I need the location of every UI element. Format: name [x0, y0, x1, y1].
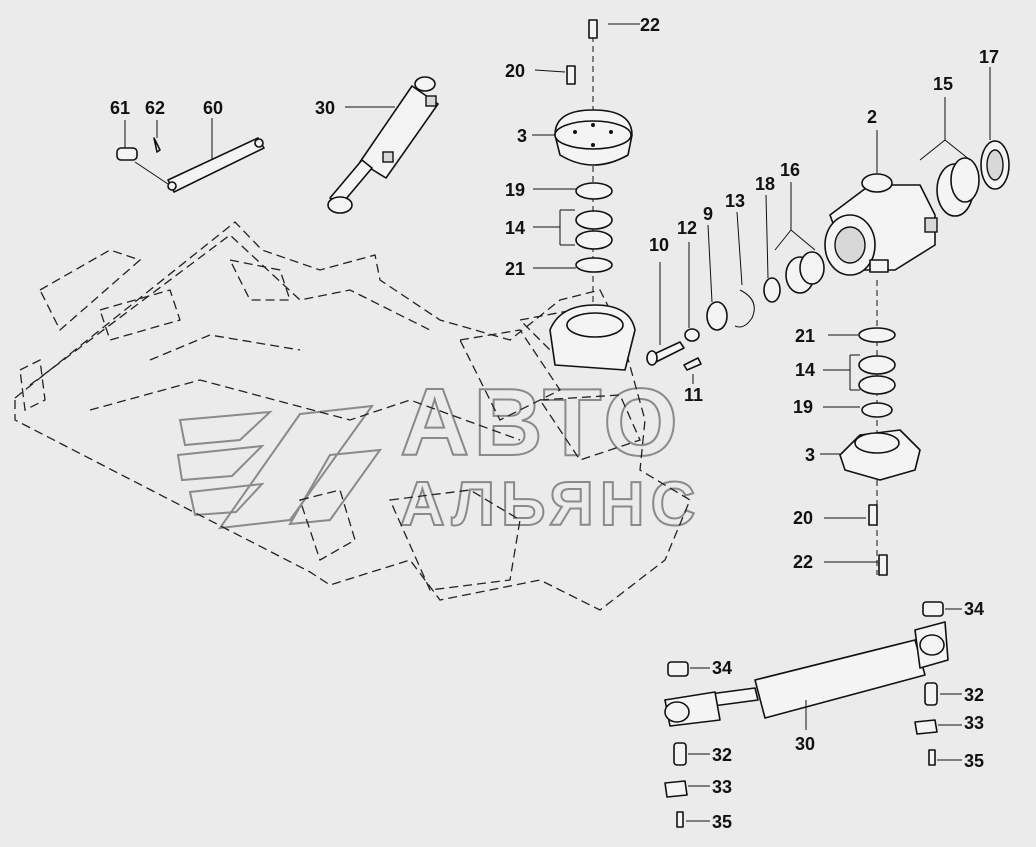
link-rod-60-icon — [167, 137, 265, 193]
bolt-22-top-icon — [588, 19, 598, 39]
label-12: 12 — [677, 218, 697, 238]
label-32-left: 32 — [712, 745, 732, 765]
pin-61-icon — [116, 147, 138, 161]
nut-34-left-icon — [667, 661, 689, 677]
watermark-logo-icon — [176, 404, 383, 530]
seal-19-top-icon — [575, 182, 613, 200]
label-22-top: 22 — [640, 15, 660, 35]
label-33-left: 33 — [712, 777, 732, 797]
plate-33-left-icon — [664, 780, 688, 798]
label-34-left: 34 — [712, 658, 732, 678]
bolt-20-bottom-icon — [868, 504, 878, 526]
label-16: 16 — [780, 160, 800, 180]
label-14-top: 14 — [505, 218, 525, 238]
callout-labels: 61 62 60 30 22 20 3 19 14 21 10 12 9 13 … — [110, 15, 999, 832]
label-13: 13 — [725, 191, 745, 211]
nut-34-right-icon — [922, 601, 944, 617]
upper-kingpin-stack — [532, 19, 640, 371]
axle-frame — [14, 221, 691, 611]
bolt-35-right-icon — [928, 749, 936, 766]
label-32-right: 32 — [964, 685, 984, 705]
seal-19-bottom-icon — [861, 402, 893, 418]
label-20-bottom: 20 — [793, 508, 813, 528]
bolt-22-bottom-icon — [878, 554, 888, 576]
ring-21-top-icon — [575, 257, 613, 273]
label-34-right: 34 — [964, 599, 984, 619]
label-30-top: 30 — [315, 98, 335, 118]
label-9: 9 — [703, 204, 713, 224]
label-19-top: 19 — [505, 180, 525, 200]
label-22-bottom: 22 — [793, 552, 813, 572]
label-11: 11 — [684, 385, 703, 405]
label-15: 15 — [933, 74, 953, 94]
stud-11-icon — [683, 357, 702, 371]
label-61: 61 — [110, 98, 130, 118]
link-assembly — [116, 118, 265, 193]
nut-12-icon — [684, 328, 700, 342]
label-20-top: 20 — [505, 61, 525, 81]
label-10: 10 — [649, 235, 669, 255]
cylinder-30-bottom — [664, 601, 962, 828]
label-2: 2 — [867, 107, 877, 127]
ring-21-bottom-icon — [858, 327, 896, 343]
label-33-right: 33 — [964, 713, 984, 733]
label-35-left: 35 — [712, 812, 732, 832]
watermark-line-2: АЛЬЯНС — [400, 470, 701, 539]
sleeve-32-right-icon — [924, 682, 938, 706]
label-3-top: 3 — [517, 126, 527, 146]
sleeve-32-left-icon — [673, 742, 687, 766]
label-19-bottom: 19 — [793, 397, 813, 417]
watermark: АВТО АЛЬЯНС — [176, 368, 701, 540]
label-30-bottom: 30 — [795, 734, 815, 754]
steering-housing — [824, 67, 1010, 575]
label-3-bottom: 3 — [805, 445, 815, 465]
cotter-pin-62-icon — [153, 137, 161, 153]
label-14-bottom: 14 — [795, 360, 815, 380]
label-17: 17 — [979, 47, 999, 67]
lower-kingpin-stack — [820, 327, 921, 576]
snap-ring-13-icon — [734, 289, 755, 328]
spacer-18-icon — [763, 277, 781, 303]
label-21-bottom: 21 — [795, 326, 815, 346]
label-60: 60 — [203, 98, 223, 118]
hub-components — [646, 182, 825, 384]
label-21-top: 21 — [505, 259, 525, 279]
label-18: 18 — [755, 174, 775, 194]
plate-33-right-icon — [914, 719, 938, 735]
label-35-right: 35 — [964, 751, 984, 771]
bolt-35-left-icon — [676, 811, 684, 828]
watermark-line-1: АВТО — [400, 369, 682, 476]
cylinder-30-top — [327, 76, 439, 214]
washer-9-icon — [706, 301, 728, 331]
bearing-14-top-icon — [575, 210, 613, 230]
label-62: 62 — [145, 98, 165, 118]
bearing-14-bottom-icon — [858, 355, 896, 375]
bolt-20-top-icon — [566, 65, 576, 85]
